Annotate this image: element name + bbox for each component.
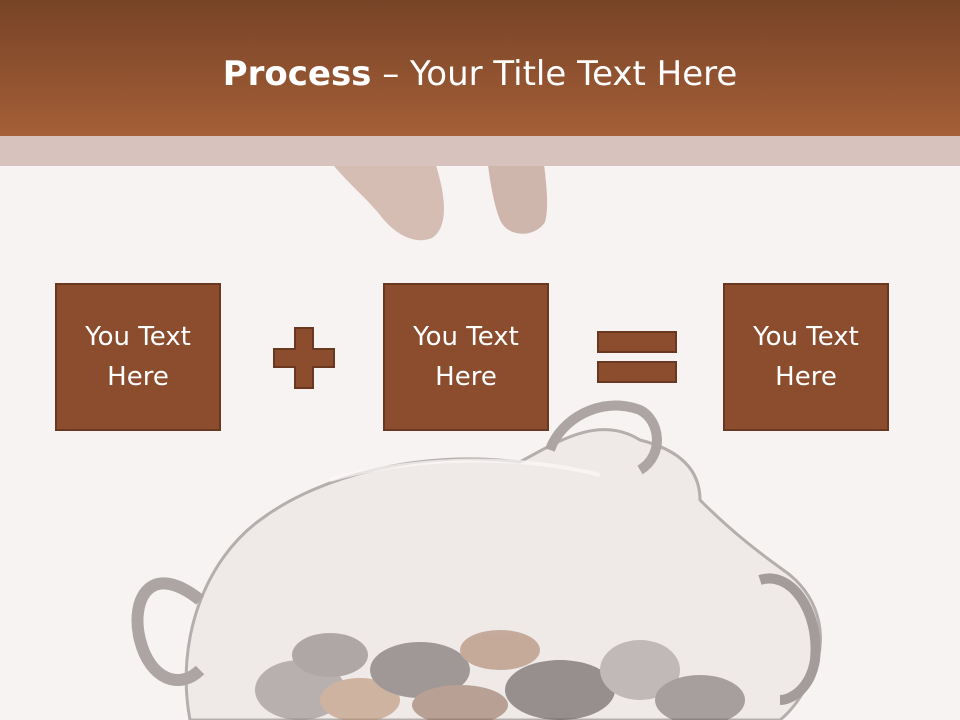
coins-image xyxy=(255,630,745,720)
process-box-1-label: You Text Here xyxy=(85,322,191,392)
slide-title: Process – Your Title Text Here xyxy=(0,52,960,96)
process-box-3-label: You Text Here xyxy=(753,322,859,392)
process-box-2-label: You Text Here xyxy=(413,322,519,392)
title-bar xyxy=(0,0,960,136)
process-box-2[interactable]: You Text Here xyxy=(383,283,549,431)
process-box-1[interactable]: You Text Here xyxy=(55,283,221,431)
plus-icon xyxy=(273,327,335,389)
process-box-3[interactable]: You Text Here xyxy=(723,283,889,431)
slide-title-bold: Process xyxy=(222,54,372,94)
piggy-bank-image xyxy=(131,400,822,720)
slide-title-rest: – Your Title Text Here xyxy=(371,54,738,94)
title-bar-band xyxy=(0,136,960,166)
equals-icon xyxy=(597,331,677,383)
